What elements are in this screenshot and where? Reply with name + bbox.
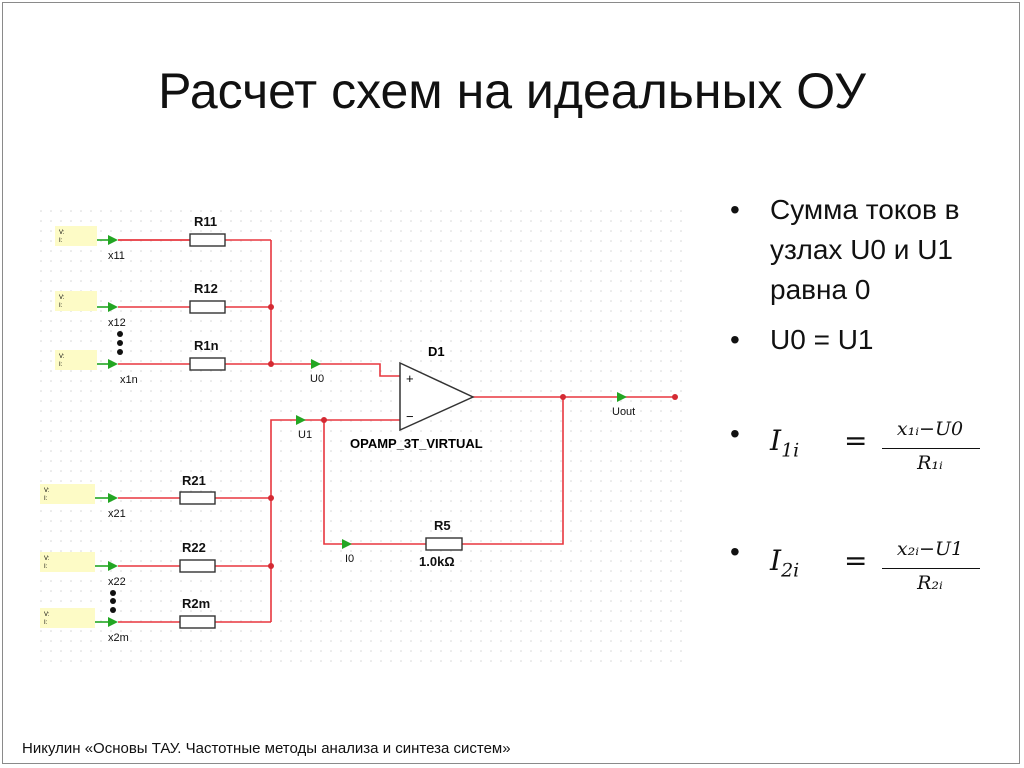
arrow-x2m xyxy=(108,617,118,627)
bullet-text: Сумма токов в узлах U0 и U1 равна 0 xyxy=(770,194,960,305)
output-terminal xyxy=(672,394,678,400)
source-x12: V: I: xyxy=(55,291,108,311)
svg-text:I:: I: xyxy=(59,303,63,309)
junctions xyxy=(268,304,678,569)
svg-text:V:: V: xyxy=(59,230,65,236)
formula-fraction-bar xyxy=(882,448,980,449)
label-r11: R11 xyxy=(194,214,217,229)
arrow-u0 xyxy=(311,359,321,369)
wire-feedback-in xyxy=(323,420,426,545)
formula-denominator: R₂ᵢ xyxy=(917,572,943,594)
wire-feedback-out xyxy=(462,397,564,545)
resistor-r11 xyxy=(189,233,226,247)
opamp-ref-label: D1 xyxy=(428,344,445,359)
source-x22: V: I: xyxy=(40,552,108,572)
schematic-labels: R11 R12 R1n R21 R22 R2m R5 1.0kΩ x11 x12… xyxy=(108,214,635,644)
resistor-r1n xyxy=(189,357,226,371)
svg-text:I:: I: xyxy=(44,496,48,502)
label-i0: I0 xyxy=(345,553,354,565)
label-x1n: x1n xyxy=(120,374,138,386)
wire-bottom-bus xyxy=(270,419,400,622)
label-x22: x22 xyxy=(108,576,126,588)
label-uout: Uout xyxy=(612,406,635,418)
resistor-r12 xyxy=(189,300,226,314)
source-blocks: V: I: V: I: V: I: V: I: V: I: xyxy=(40,226,108,628)
svg-text:V:: V: xyxy=(44,488,50,494)
arrow-x21 xyxy=(108,493,118,503)
resistors xyxy=(179,233,463,629)
resistor-r5 xyxy=(425,537,463,551)
bullet-text: U0 = U1 xyxy=(770,324,874,355)
opamp-model-label: OPAMP_3T_VIRTUAL xyxy=(350,436,483,451)
slide-title: Расчет схем на идеальных ОУ xyxy=(158,63,866,119)
label-u1: U1 xyxy=(298,429,312,441)
label-r2m: R2m xyxy=(182,596,210,611)
junction-out xyxy=(560,394,566,400)
label-r22: R22 xyxy=(182,540,206,555)
label-x2m: x2m xyxy=(108,632,129,644)
svg-text:I:: I: xyxy=(44,620,48,626)
arrow-x1n xyxy=(108,359,118,369)
label-x12: x12 xyxy=(108,317,126,329)
label-r21: R21 xyxy=(182,473,206,488)
arrow-uout xyxy=(617,392,627,402)
opamp-plus-label: + xyxy=(406,371,414,386)
formula-fraction-bar xyxy=(882,568,980,569)
resistor-r22 xyxy=(179,559,216,573)
opamp-minus-label: − xyxy=(406,409,414,424)
label-r1n: R1n xyxy=(194,338,219,353)
bullet-symbol: • xyxy=(730,418,740,449)
source-x2m: V: I: xyxy=(40,608,108,628)
junction-bottom-r21 xyxy=(268,495,274,501)
junction-u1 xyxy=(321,417,327,423)
formula-equals: = xyxy=(844,424,868,457)
arrow-x12 xyxy=(108,302,118,312)
opamp-triangle xyxy=(399,361,475,432)
bullet-symbol: • xyxy=(730,194,740,225)
formula-denominator: R₁ᵢ xyxy=(917,452,943,474)
arrow-u1 xyxy=(296,415,306,425)
wires xyxy=(118,239,675,623)
continuation-dots xyxy=(110,331,123,613)
bullet-symbol: • xyxy=(730,324,740,355)
label-u0: U0 xyxy=(310,373,324,385)
label-r5: R5 xyxy=(434,518,451,533)
slide-footer: Никулин «Основы ТАУ. Частотные методы ан… xyxy=(22,740,511,757)
arrow-i0 xyxy=(342,539,352,549)
formula-lhs: I1i xyxy=(770,424,800,462)
source-x21: V: I: xyxy=(40,484,108,504)
junction-top-r11 xyxy=(268,304,274,310)
svg-text:I:: I: xyxy=(59,362,63,368)
label-r5-value: 1.0kΩ xyxy=(419,554,455,569)
svg-text:V:: V: xyxy=(44,612,50,618)
svg-text:I:: I: xyxy=(59,238,63,244)
arrow-x11 xyxy=(108,235,118,245)
resistor-r2m xyxy=(179,615,216,629)
svg-text:I:: I: xyxy=(44,564,48,570)
arrow-x22 xyxy=(108,561,118,571)
formula-lhs: I2i xyxy=(770,544,800,582)
formula-equals: = xyxy=(844,544,868,577)
opamp-d1: + − D1 OPAMP_3T_VIRTUAL xyxy=(350,344,483,451)
svg-text:V:: V: xyxy=(59,354,65,360)
schematic-grid xyxy=(35,205,687,670)
label-x21: x21 xyxy=(108,508,126,520)
resistor-r21 xyxy=(179,491,216,505)
formula-numerator: x₁ᵢ−U0 xyxy=(896,418,964,440)
label-x11: x11 xyxy=(108,250,125,262)
probe-arrows xyxy=(108,235,627,627)
source-x11: V: I: xyxy=(55,226,108,246)
bullet-symbol: • xyxy=(730,536,740,567)
label-r12: R12 xyxy=(194,281,218,296)
svg-text:V:: V: xyxy=(44,556,50,562)
junction-bottom-r22 xyxy=(268,563,274,569)
wire-u0 xyxy=(271,363,400,377)
formula-numerator: x₂ᵢ−U1 xyxy=(896,538,964,560)
source-x1n: V: I: xyxy=(55,350,108,370)
svg-text:V:: V: xyxy=(59,295,65,301)
junction-top-r1n xyxy=(268,361,274,367)
